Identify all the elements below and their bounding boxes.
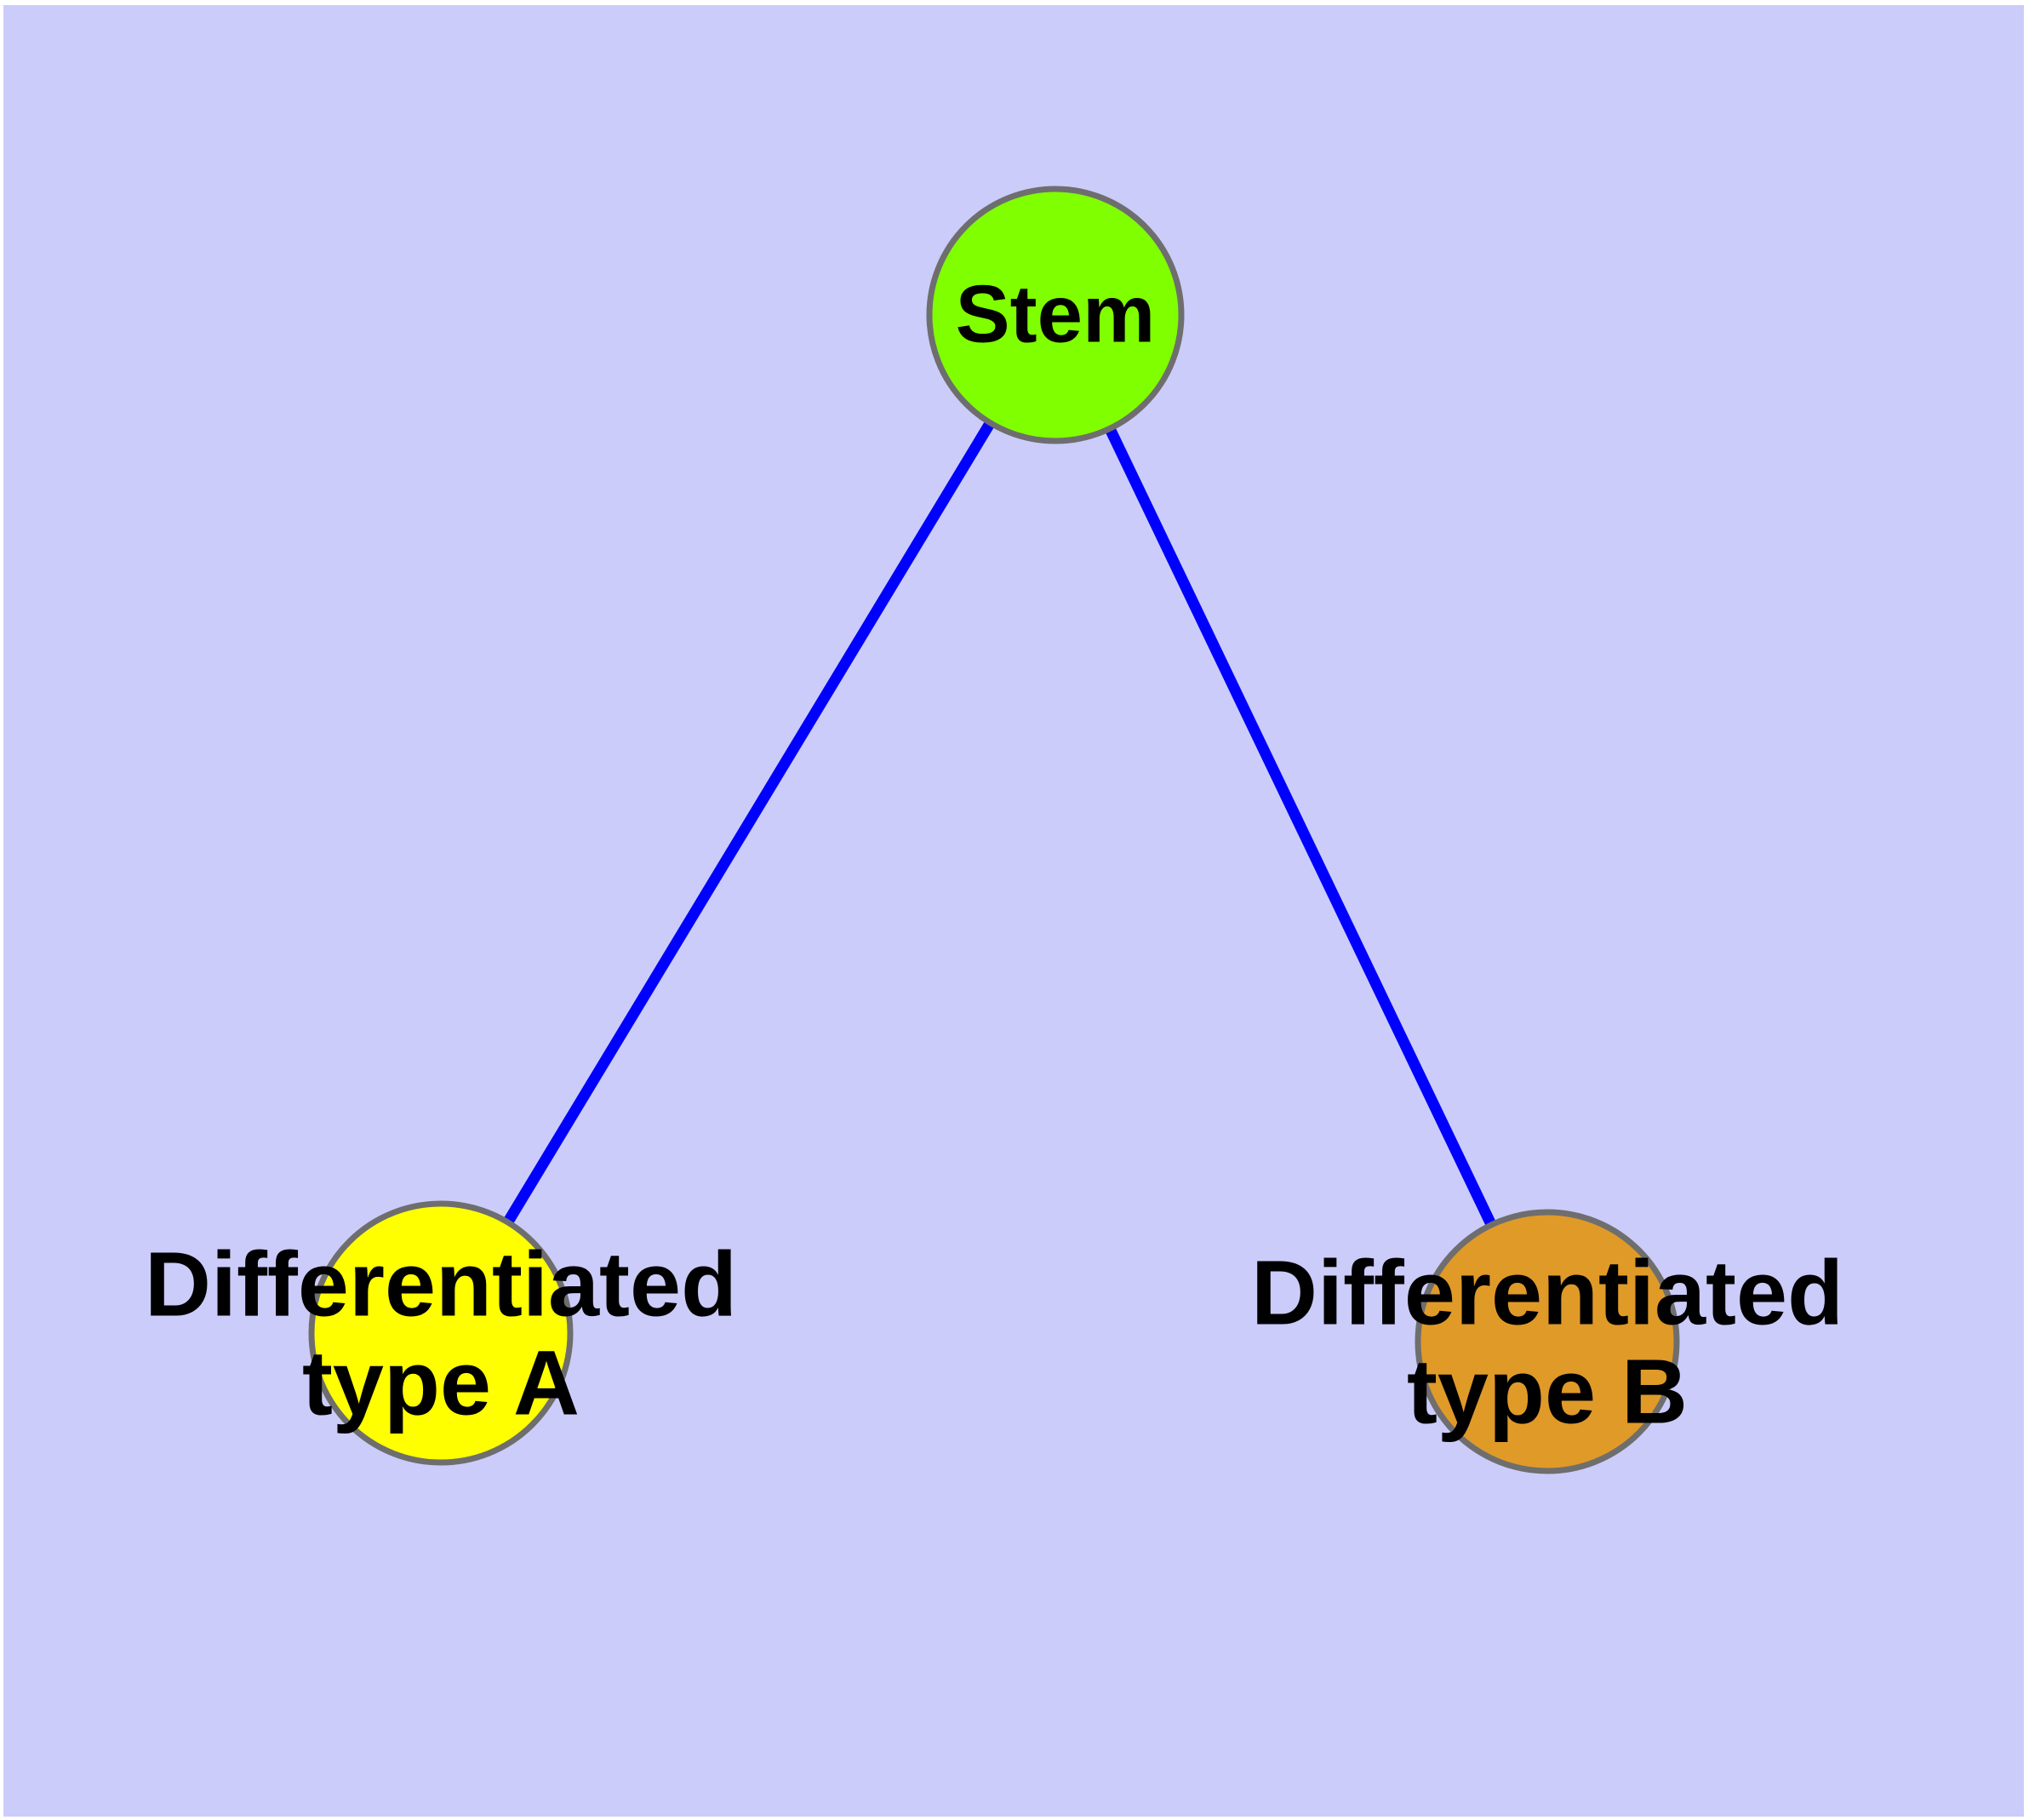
- edge-layer: [436, 312, 1552, 1344]
- edge-stem-to-differentiated-type-b: [1050, 312, 1552, 1344]
- node-differentiated-type-b[interactable]: [1415, 1209, 1680, 1474]
- node-layer: [308, 186, 1680, 1474]
- node-stem[interactable]: [926, 186, 1185, 444]
- edge-stem-to-differentiated-type-a: [436, 312, 1060, 1336]
- node-differentiated-type-a[interactable]: [308, 1200, 574, 1466]
